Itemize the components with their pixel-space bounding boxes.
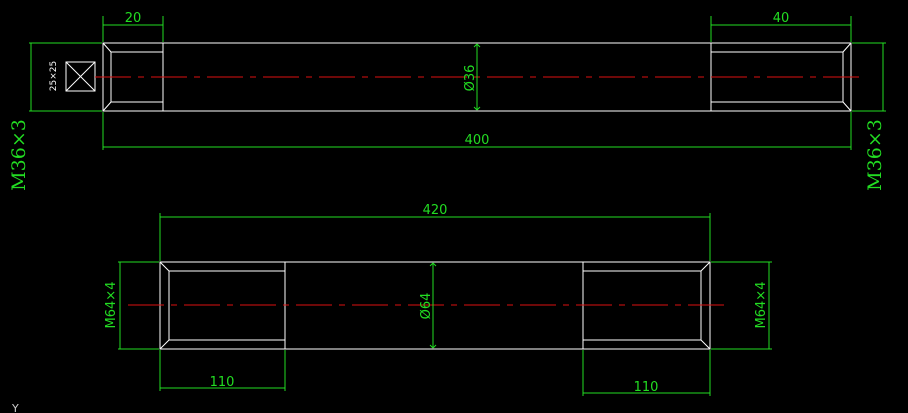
square-end-label: 25×25 xyxy=(49,61,59,91)
part-a-dim-20-label: 20 xyxy=(125,11,142,26)
part-a-dim-40-label: 40 xyxy=(773,11,790,26)
part-a-diameter-dim xyxy=(473,43,481,111)
part-b-dim-420 xyxy=(159,213,711,261)
part-b-left-thread-label: M64×4 xyxy=(104,282,119,329)
part-a-dim-20 xyxy=(102,16,164,42)
part-a-left-thread-leader xyxy=(29,42,102,112)
part-b-dim-420-label: 420 xyxy=(423,203,448,218)
part-a-dim-400 xyxy=(102,112,852,150)
part-b-shaft[interactable]: Ø64 420 110 110 M64×4 xyxy=(104,203,772,396)
part-b-right-thread-label: M64×4 xyxy=(754,282,769,329)
part-a-left-thread-label: M36×3 xyxy=(8,119,30,191)
part-a-dim-400-label: 400 xyxy=(465,133,490,148)
part-b-dim-110-left xyxy=(159,350,286,391)
part-b-diameter-dim xyxy=(429,262,437,349)
part-a-right-thread-leader xyxy=(852,42,886,112)
part-b-diameter-label: Ø64 xyxy=(419,293,434,320)
part-b-dim-110-right xyxy=(582,350,711,396)
part-a-dim-40 xyxy=(710,16,852,42)
part-b-left-thread-leader xyxy=(118,261,159,350)
part-a-shaft[interactable]: 25×25 Ø36 20 40 400 xyxy=(8,11,886,191)
part-b-right-thread-leader xyxy=(711,261,772,350)
part-b-dim-110-left-label: 110 xyxy=(210,375,235,390)
ucs-y-axis-label: Y xyxy=(11,402,19,413)
part-a-diameter-label: Ø36 xyxy=(463,65,478,92)
part-b-dim-110-right-label: 110 xyxy=(634,380,659,395)
part-a-right-thread-label: M36×3 xyxy=(864,119,886,191)
